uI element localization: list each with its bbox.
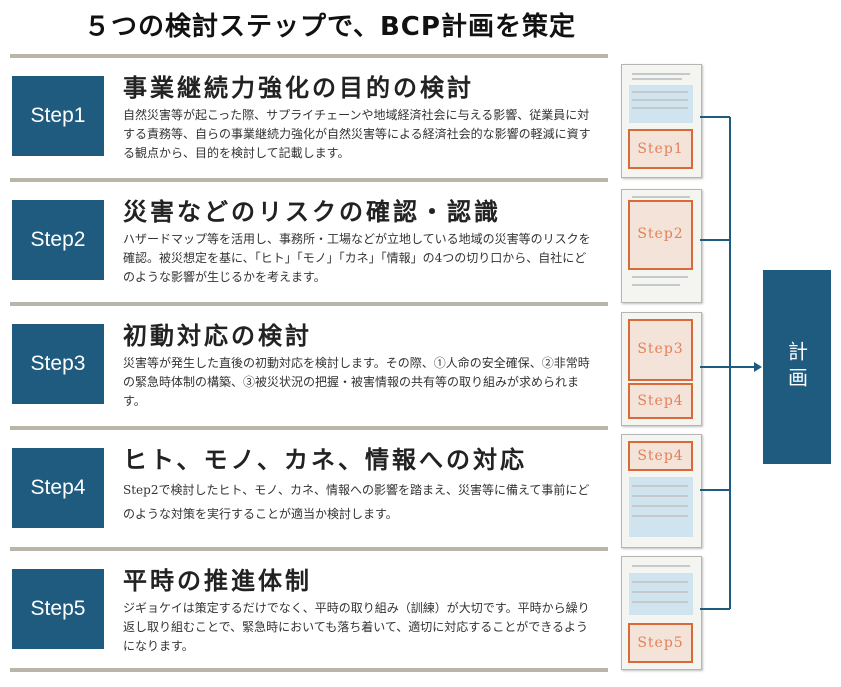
step-badge-1: Step1 — [12, 76, 104, 156]
divider — [10, 178, 608, 182]
step-badge-3: Step3 — [12, 324, 104, 404]
thumbnail-label-4: Step4 — [637, 448, 684, 464]
step-heading-2: 災害などのリスクの確認・認識 — [123, 197, 501, 226]
divider — [10, 426, 608, 430]
step-description-1: 自然災害等が起こった際、サプライチェーンや地域経済社会に与える影響、従業員に対す… — [123, 108, 591, 160]
arrow-right-icon — [754, 362, 762, 372]
step-badge-4: Step4 — [12, 448, 104, 528]
step-row-1: Step1 事業継続力強化の目的の検討 自然災害等が起こった際、サプライチェーン… — [10, 62, 608, 180]
plan-box: 計画 — [763, 270, 831, 464]
step-badge-5: Step5 — [12, 569, 104, 649]
step-heading-1: 事業継続力強化の目的の検討 — [123, 73, 474, 102]
step-description-4: Step2で検討したヒト、モノ、カネ、情報への影響を踏まえ、災害等に備えて事前に… — [123, 483, 590, 521]
step-heading-4: ヒト、モノ、カネ、情報への対応 — [123, 445, 528, 474]
document-thumbnail-5: Step5 — [621, 556, 702, 670]
step-badge-2: Step2 — [12, 200, 104, 280]
divider — [10, 54, 608, 58]
document-thumbnail-3: Step3 Step4 — [621, 312, 702, 426]
divider — [10, 547, 608, 551]
thumbnail-label-5: Step5 — [637, 635, 684, 651]
thumbnail-label-2: Step2 — [637, 226, 684, 242]
thumbnail-label-1: Step1 — [637, 141, 684, 157]
step-description-2: ハザードマップ等を活用し、事務所・工場などが立地している地域の災害等のリスクを確… — [123, 232, 591, 284]
step-description-5: ジギョケイは策定するだけでなく、平時の取り組み（訓練）が大切です。平時から繰り返… — [123, 601, 590, 653]
divider — [10, 302, 608, 306]
step-row-5: Step5 平時の推進体制 ジギョケイは策定するだけでなく、平時の取り組み（訓練… — [10, 555, 608, 673]
step-description-3: 災害等が発生した直後の初動対応を検討します。その際、①人命の安全確保、②非常時の… — [123, 356, 590, 408]
thumbnail-label-3: Step3 — [637, 341, 684, 357]
thumbnail-label-3b: Step4 — [637, 393, 684, 409]
document-thumbnail-1: Step1 — [621, 64, 702, 178]
divider — [10, 668, 608, 672]
plan-label: 計画 — [784, 341, 809, 393]
document-thumbnail-4: Step4 — [621, 434, 702, 548]
step-heading-5: 平時の推進体制 — [123, 566, 312, 595]
step-row-3: Step3 初動対応の検討 災害等が発生した直後の初動対応を検討します。その際、… — [10, 310, 608, 428]
step-row-4: Step4 ヒト、モノ、カネ、情報への対応 Step2で検討したヒト、モノ、カネ… — [10, 434, 608, 552]
page-title: ５つの検討ステップで、BCP計画を策定 — [84, 12, 576, 42]
step-row-2: Step2 災害などのリスクの確認・認識 ハザードマップ等を活用し、事務所・工場… — [10, 186, 608, 304]
step-heading-3: 初動対応の検討 — [123, 321, 312, 350]
document-thumbnail-2: Step2 — [621, 189, 702, 303]
